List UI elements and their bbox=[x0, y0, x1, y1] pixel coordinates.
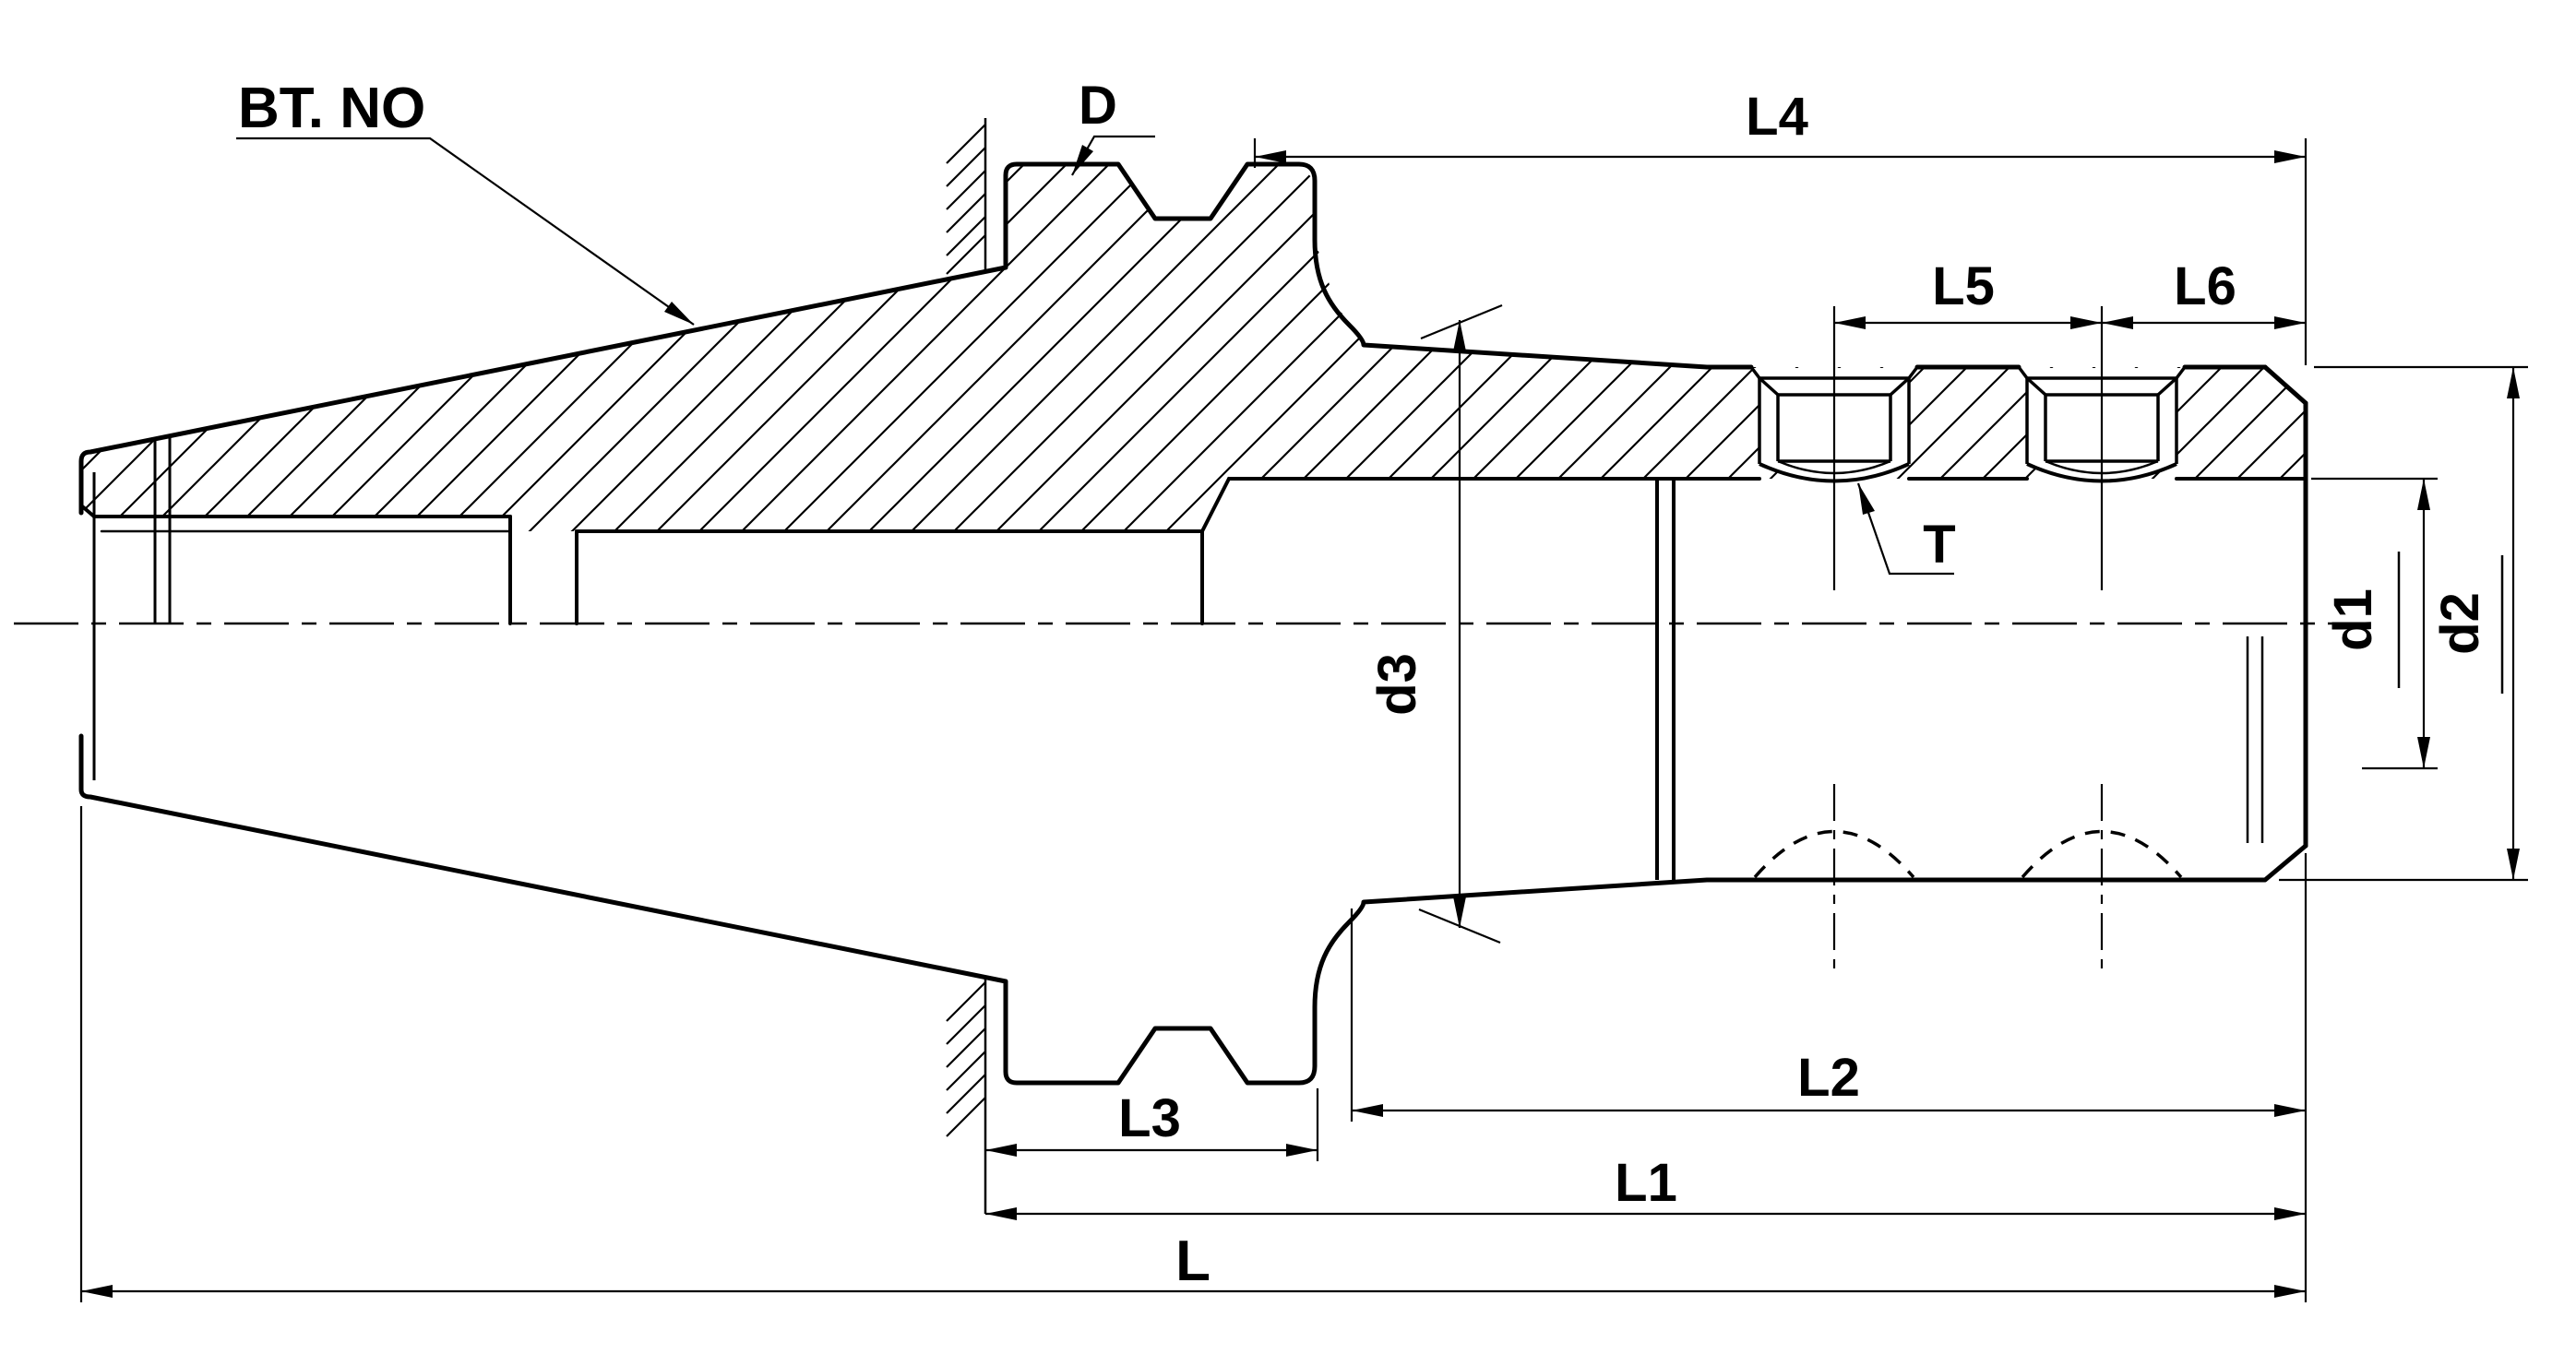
outer-contour-lower bbox=[78, 733, 2308, 1086]
hidden-hole-arcs bbox=[1753, 829, 2183, 879]
label-d3: d3 bbox=[1367, 653, 1427, 716]
arrowheads bbox=[81, 145, 2520, 1298]
label-l: L bbox=[1175, 1229, 1210, 1293]
internal-bore bbox=[79, 477, 2308, 625]
label-d2: d2 bbox=[2430, 592, 2490, 655]
label-d1: d1 bbox=[2323, 588, 2383, 651]
label-l1: L1 bbox=[1615, 1153, 1677, 1213]
t-leader-line bbox=[1856, 482, 1954, 576]
gauge-plane bbox=[946, 118, 987, 1214]
label-l6: L6 bbox=[2174, 256, 2236, 316]
label-l3: L3 bbox=[1118, 1088, 1181, 1148]
wall-hatch-lower bbox=[946, 981, 986, 1137]
label-l2: L2 bbox=[1797, 1048, 1860, 1108]
label-t: T bbox=[1923, 515, 1955, 575]
nose-chamfer-edges bbox=[2246, 636, 2264, 843]
label-d: D bbox=[1079, 76, 1117, 136]
label-bt-no: BT. NO bbox=[238, 77, 425, 140]
relief-groove-lines bbox=[1655, 479, 1676, 880]
wall-hatch-upper bbox=[946, 124, 986, 275]
label-l5: L5 bbox=[1932, 256, 1995, 316]
labels: BT. NO D L4 L5 L6 T d3 d1 d2 L2 L3 L1 L bbox=[238, 76, 2490, 1293]
outer-contour-upper bbox=[78, 161, 2308, 849]
pocket-centerlines bbox=[1832, 306, 2104, 973]
btno-leader-line bbox=[236, 137, 695, 326]
dimension-lines bbox=[79, 135, 2528, 1302]
label-l4: L4 bbox=[1746, 87, 1808, 147]
label-underlines bbox=[2397, 552, 2504, 694]
